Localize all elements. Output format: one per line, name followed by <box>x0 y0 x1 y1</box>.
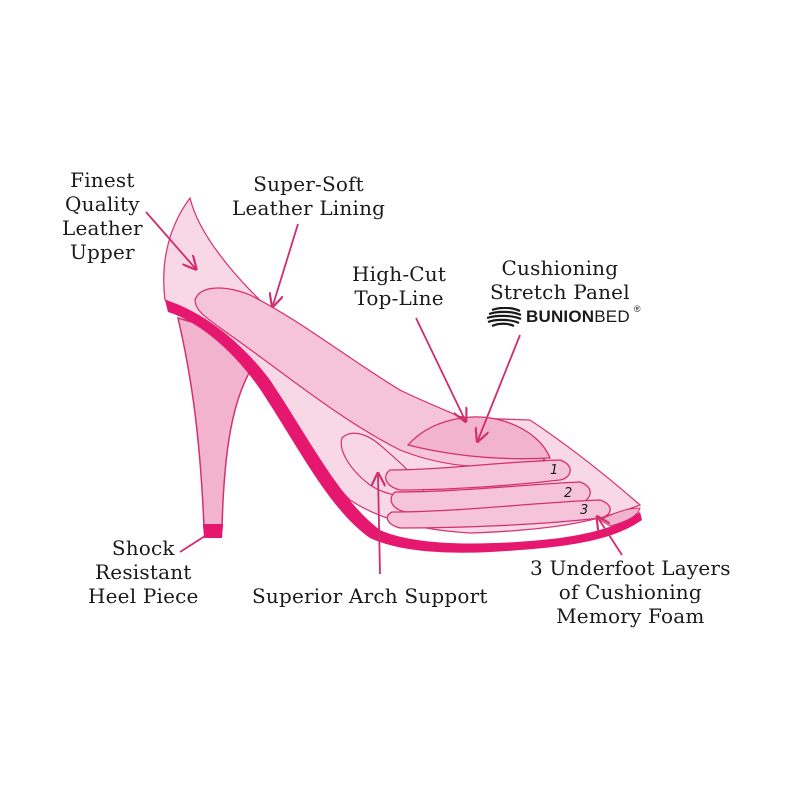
label-superior-arch-support: Superior Arch Support <box>252 584 488 608</box>
label-line: Superior Arch Support <box>252 584 488 608</box>
foam-layer-1 <box>385 459 571 491</box>
label-cushioning-stretch-panel: Cushioning Stretch Panel <box>490 256 630 304</box>
striped-swoosh-logo-icon <box>486 307 522 327</box>
brand-name-regular: BED <box>594 307 630 326</box>
brand-name: BUNIONBED <box>526 307 630 327</box>
label-line: Shock <box>111 536 175 560</box>
label-line: Memory Foam <box>556 604 705 628</box>
layer-number-3: 3 <box>580 503 588 518</box>
label-line: Leather Lining <box>232 196 386 220</box>
label-line: Heel Piece <box>88 584 199 608</box>
brand-name-bold: BUNION <box>526 307 595 326</box>
layer-number-1: 1 <box>550 463 558 478</box>
label-line: 3 Underfoot Layers <box>530 556 731 580</box>
arrow-arch <box>378 475 380 575</box>
arrow-foam <box>598 518 623 556</box>
label-line: Top-Line <box>354 286 444 310</box>
label-line: of Cushioning <box>558 580 702 604</box>
label-line: Stretch Panel <box>490 280 630 304</box>
bunion-bed-logo: BUNIONBED ® <box>486 304 641 329</box>
arrow-panel <box>478 334 521 440</box>
label-super-soft-leather-lining: Super-Soft Leather Lining <box>232 172 385 220</box>
arrow-heel <box>179 535 206 553</box>
label-line: Super-Soft <box>253 172 364 196</box>
arrow-topline <box>415 317 465 420</box>
label-shock-resistant-heel-piece: Shock Resistant Heel Piece <box>88 536 199 608</box>
arrow-lining <box>273 223 299 305</box>
label-3-underfoot-layers: 3 Underfoot Layers of Cushioning Memory … <box>530 556 731 628</box>
label-line: Finest <box>70 168 135 192</box>
heel-tip-icon <box>203 524 223 538</box>
label-line: High-Cut <box>352 262 447 286</box>
label-line: Leather <box>62 216 143 240</box>
outsole-stripe <box>165 300 642 553</box>
layer-number-2: 2 <box>564 486 572 501</box>
label-line: Cushioning <box>501 256 619 280</box>
registered-mark: ® <box>633 304 641 314</box>
label-line: Quality <box>65 192 140 216</box>
arrow-upper <box>145 211 195 268</box>
label-finest-quality-leather-upper: Finest Quality Leather Upper <box>62 168 143 264</box>
label-high-cut-top-line: High-Cut Top-Line <box>352 262 446 310</box>
label-line: Resistant <box>95 560 192 584</box>
label-line: Upper <box>69 240 135 264</box>
